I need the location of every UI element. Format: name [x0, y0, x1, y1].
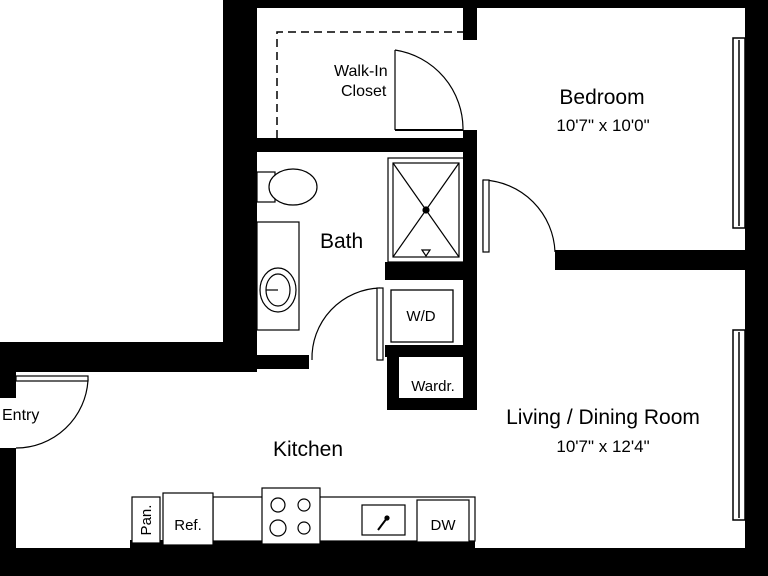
exterior-wall-left-upper [0, 342, 257, 372]
range [261, 487, 321, 545]
wall-bedroom-living [555, 250, 745, 270]
kitchen-sink [361, 504, 406, 536]
labels: Walk-In Closet Bedroom 10'7" x 10'0" Bat… [2, 63, 700, 535]
washer-dryer-box [390, 289, 454, 343]
door-bedroom-swing [482, 179, 556, 253]
refrigerator-box [162, 492, 214, 546]
exterior-wall-left-lower [0, 448, 16, 576]
wall-bath-top-right [385, 138, 477, 152]
wall-wardrobe-left [387, 345, 399, 410]
wall-bath-bottom [257, 355, 309, 369]
wardrobe-label: Wardr. [411, 378, 455, 395]
wall-kitchen-bottom [130, 540, 475, 550]
wall-bath-left [245, 150, 257, 360]
wall-closet-right [463, 0, 477, 40]
living-size: 10'7" x 12'4" [556, 437, 649, 456]
exterior-wall-bottom [0, 548, 768, 576]
vanity [256, 221, 300, 331]
wall-shower-bottom [385, 262, 477, 280]
washer-dryer-label: W/D [406, 308, 435, 325]
dishwasher-label: DW [431, 517, 457, 534]
door-closet-swing [394, 49, 464, 131]
living-label: Living / Dining Room [506, 406, 700, 429]
closet-label-1: Walk-In [334, 63, 388, 80]
kitchen-counter [131, 487, 476, 546]
entry-label: Entry [2, 407, 39, 424]
doors [15, 49, 556, 449]
wall-wd-bottom [385, 345, 477, 357]
door-bath-swing [311, 287, 381, 361]
exterior-wall-right [745, 0, 768, 576]
pantry-label: Pan. [138, 505, 155, 536]
wall-wardrobe-bottom [387, 398, 477, 410]
shower [387, 157, 465, 263]
windows [732, 37, 746, 521]
bedroom-size: 10'7" x 10'0" [556, 116, 649, 135]
bedroom-label: Bedroom [559, 86, 644, 109]
pantry-box [131, 496, 161, 544]
closet-shelf [276, 31, 463, 138]
toilet [256, 168, 318, 206]
exterior-wall-left [0, 342, 16, 398]
refrigerator-label: Ref. [174, 517, 202, 534]
wall-wardrobe-right [463, 280, 477, 410]
bath-label: Bath [320, 230, 363, 253]
dishwasher-box [416, 499, 470, 543]
wall-closet-bath [257, 138, 387, 152]
kitchen-label: Kitchen [273, 438, 343, 461]
wall-bath-bedroom [463, 130, 477, 268]
door-entry-swing [15, 379, 89, 449]
exterior-wall-top [223, 0, 768, 8]
closet-label-2: Closet [341, 83, 387, 100]
window-casements [744, 169, 763, 386]
